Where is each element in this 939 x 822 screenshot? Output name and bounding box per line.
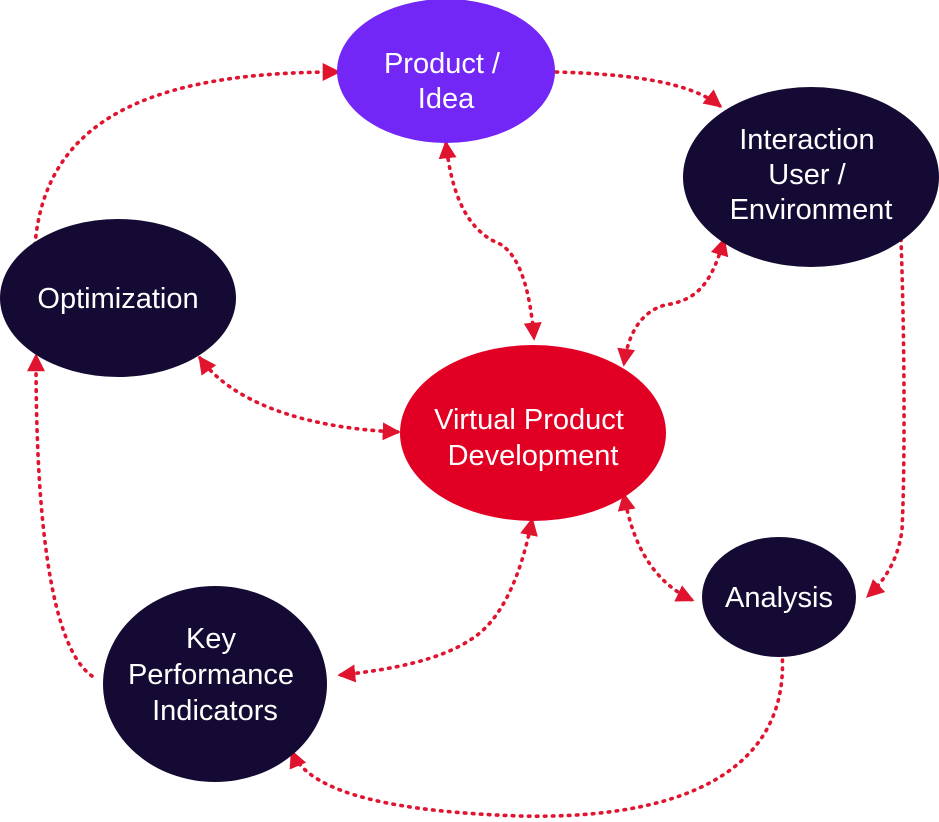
node-kpi-shape	[103, 586, 327, 782]
arrow-vpd-kpi	[337, 517, 538, 683]
node-interaction-user-environment: Interaction User / Environment	[683, 87, 939, 267]
svg-text:Optimization: Optimization	[37, 283, 198, 315]
arrow-product-idea-to-interaction	[554, 70, 723, 108]
node-key-performance-indicators: Key Performance Indicators	[103, 586, 327, 782]
connectors	[27, 63, 906, 818]
node-analysis: Analysis	[702, 537, 856, 657]
node-optimization-label: Optimization	[37, 283, 198, 315]
node-interaction-label-line3: Environment	[730, 194, 893, 226]
arrow-interaction-vpd	[617, 237, 729, 367]
node-optimization-shape	[0, 219, 236, 377]
node-product-idea-shape	[337, 0, 555, 143]
node-interaction-shape	[683, 87, 939, 267]
node-kpi-label-line2: Performance	[128, 659, 294, 691]
arrow-product-idea-vpd	[438, 140, 542, 341]
arrow-analysis-to-kpi	[289, 650, 785, 818]
node-vpd-label-line1: Virtual Product	[434, 404, 624, 436]
node-analysis-label: Analysis	[725, 582, 833, 614]
svg-text:Analysis: Analysis	[725, 582, 833, 614]
arrow-optimization-to-product-idea	[33, 63, 341, 247]
svg-text:Key Performance In: Key Performance Indicators	[128, 623, 302, 727]
node-interaction-label-line1: Interaction	[739, 124, 874, 156]
node-vpd-label-line2: Development	[448, 440, 619, 472]
arrow-vpd-analysis	[617, 492, 695, 602]
node-virtual-product-development: Virtual Product Development	[400, 345, 666, 521]
node-analysis-shape	[702, 537, 856, 657]
node-product-idea-label-line1: Product /	[384, 48, 501, 80]
svg-text:Product / Idea: Product / Idea	[384, 48, 508, 115]
arrow-interaction-to-analysis	[866, 213, 906, 598]
node-product-idea-label-line2: Idea	[418, 83, 475, 115]
arrow-optimization-vpd	[198, 355, 401, 441]
node-interaction-label-line2: User /	[768, 159, 846, 191]
node-kpi-label-line3: Indicators	[152, 695, 278, 727]
svg-text:Interaction User /: Interaction User / Environment	[730, 124, 893, 226]
node-product-idea: Product / Idea	[337, 0, 555, 143]
arrow-kpi-to-optimization	[27, 353, 94, 678]
node-optimization: Optimization	[0, 219, 236, 377]
node-kpi-label-line1: Key	[186, 623, 236, 655]
node-vpd-shape	[400, 345, 666, 521]
svg-text:Virtual Product Developm: Virtual Product Development	[434, 404, 632, 472]
